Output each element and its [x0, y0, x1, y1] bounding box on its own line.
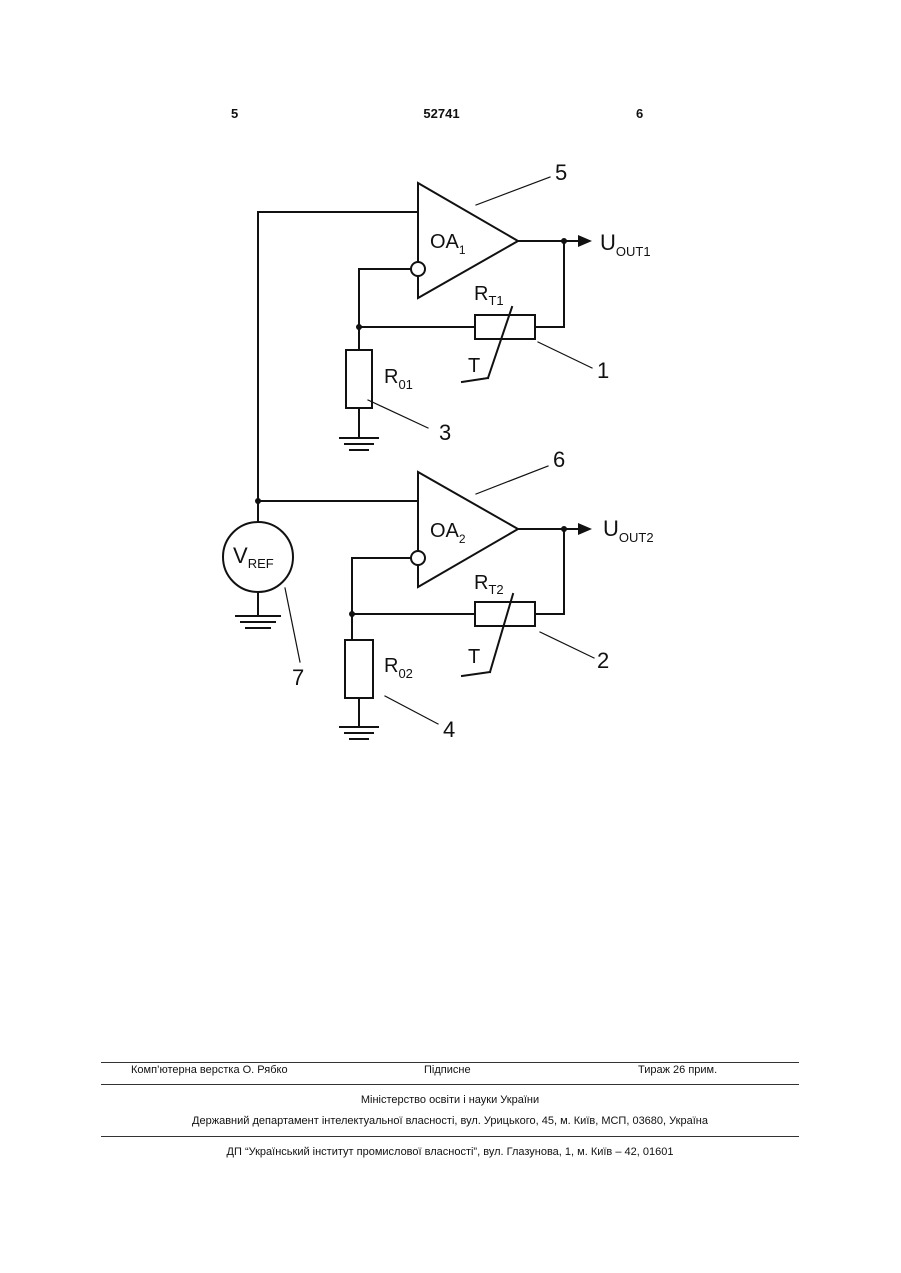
- junction-dot: [561, 238, 567, 244]
- department-line: Державний департамент інтелектуальної вл…: [101, 1115, 799, 1127]
- callout-number-4: 4: [443, 717, 455, 742]
- layout-credit: Комп’ютерна верстка О. Рябко: [131, 1064, 288, 1076]
- opamp2-inverting-bubble: [411, 551, 425, 565]
- junction-dot: [255, 498, 261, 504]
- footer-rule-top: [101, 1062, 799, 1063]
- circuit-schematic: OA1 OA2 UOUT1 UOUT2 RT1 RT2 R01 R02 VREF…: [0, 0, 901, 800]
- callout-4-leader: [385, 696, 438, 724]
- circulation-note: Тираж 26 прим.: [638, 1064, 717, 1076]
- callout-6-leader: [476, 466, 548, 494]
- resistor-r01: [346, 350, 372, 408]
- callout-number-1: 1: [597, 358, 609, 383]
- opamp1-label: OA1: [430, 231, 466, 257]
- temperature-label-2: T: [468, 646, 480, 668]
- output1-arrowhead: [578, 235, 592, 247]
- callout-number-7: 7: [292, 665, 304, 690]
- callout-number-6: 6: [553, 447, 565, 472]
- signed-note: Підписне: [424, 1064, 471, 1076]
- callout-7-leader: [285, 588, 300, 662]
- output1-label: UOUT1: [600, 230, 651, 259]
- junction-dot: [356, 324, 362, 330]
- opamp1-inverting-bubble: [411, 262, 425, 276]
- callout-2-leader: [540, 632, 594, 658]
- publisher-line: ДП “Український інститут промислової вла…: [101, 1146, 799, 1158]
- resistor-r02: [345, 640, 373, 698]
- footer-rule-middle: [101, 1084, 799, 1085]
- junction-dot: [561, 526, 567, 532]
- junction-dot: [349, 611, 355, 617]
- footer-rule-bottom: [101, 1136, 799, 1137]
- callout-number-5: 5: [555, 160, 567, 185]
- temperature-label-1: T: [468, 355, 480, 377]
- output2-label: UOUT2: [603, 516, 654, 545]
- callout-number-2: 2: [597, 648, 609, 673]
- opamp2-label: OA2: [430, 520, 466, 546]
- output2-arrowhead: [578, 523, 592, 535]
- callout-1-leader: [538, 342, 592, 368]
- r02-label: R02: [384, 655, 413, 681]
- callout-number-3: 3: [439, 420, 451, 445]
- rt2-label: RT2: [474, 572, 504, 597]
- callout-5-leader: [476, 177, 550, 205]
- ministry-line: Міністерство освіти і науки України: [101, 1094, 799, 1106]
- r01-label: R01: [384, 366, 413, 392]
- rt1-label: RT1: [474, 283, 504, 308]
- callout-3-leader: [368, 400, 428, 428]
